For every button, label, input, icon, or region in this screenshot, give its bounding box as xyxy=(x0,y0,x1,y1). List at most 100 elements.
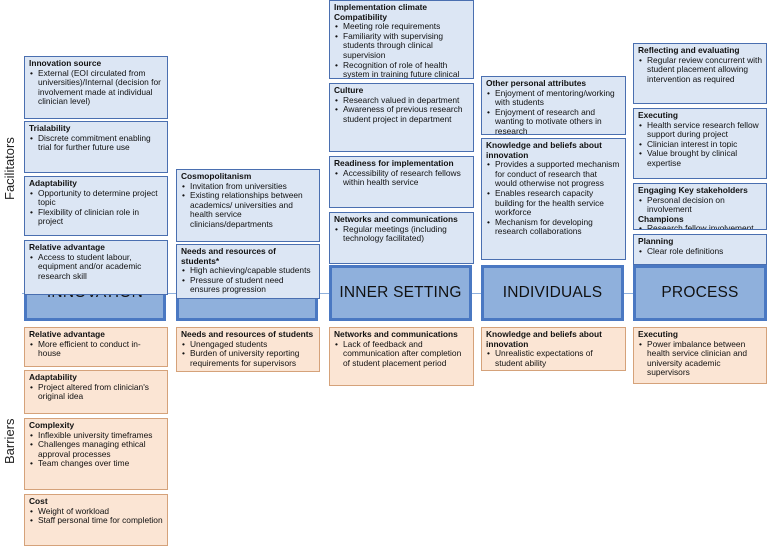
barrier-box-relative-advantage: Relative advantageMore efficient to cond… xyxy=(24,327,168,367)
barrier-box-adaptability: AdaptabilityProject altered from clinici… xyxy=(24,370,168,414)
facilitator-box-executing: ExecutingHealth service research fellow … xyxy=(633,108,767,179)
construct-item: Team changes over time xyxy=(30,459,163,469)
barrier-box-networks-and-communications: Networks and communicationsLack of feedb… xyxy=(329,327,474,386)
construct-title: Adaptability xyxy=(29,178,77,188)
domain-inner-setting: INNER SETTING xyxy=(329,265,472,321)
construct-item: Pressure of student need ensures progres… xyxy=(182,275,315,295)
construct-item: Personal decision on involvement xyxy=(639,195,762,215)
construct-item-list: Research valued in departmentAwareness o… xyxy=(334,95,469,125)
facilitator-box-cosmopolitanism: CosmopolitanismInvitation from universit… xyxy=(176,169,320,242)
construct-title: Other personal attributes xyxy=(486,78,587,88)
construct-item: Value brought by clinical expertise xyxy=(639,149,762,168)
construct-item-list: Inflexible university timeframesChalleng… xyxy=(29,430,163,469)
construct-item: Awareness of previous research student p… xyxy=(335,104,469,124)
construct-title: Innovation source xyxy=(29,58,102,68)
domain-process: PROCESS xyxy=(633,265,767,321)
facilitator-box-trialability: TrialabilityDiscrete commitment enabling… xyxy=(24,121,168,173)
construct-item: Mechanism for developing research collab… xyxy=(487,217,621,237)
construct-title: Planning xyxy=(638,236,674,246)
construct-title: Adaptability xyxy=(29,372,77,382)
construct-item-list: Weight of workloadStaff personal time fo… xyxy=(29,506,163,526)
construct-item: Project altered from clinician's origina… xyxy=(30,382,163,402)
construct-title: Knowledge and beliefs about innovation xyxy=(486,140,602,160)
construct-item: Enjoyment of mentoring/working with stud… xyxy=(487,88,621,108)
construct-item: Regular meetings (including technology f… xyxy=(335,224,469,244)
facilitator-box-needs-and-resources-of-students: Needs and resources of students*High ach… xyxy=(176,244,320,299)
facilitator-box-engaging-key-stakeholders: Engaging Key stakeholdersPersonal decisi… xyxy=(633,183,767,230)
construct-title: Champions xyxy=(638,213,684,224)
construct-item-list: More efficient to conduct in-house xyxy=(29,339,163,359)
construct-item-list: Access to student labour, equipment and/… xyxy=(29,252,163,282)
construct-item: Opportunity to determine project topic xyxy=(30,188,163,208)
construct-item-list: Health service research fellow support d… xyxy=(638,120,762,169)
construct-item-list: Regular review concurrent with student p… xyxy=(638,55,762,85)
construct-title: Complexity xyxy=(29,420,75,430)
construct-item-list: Research fellow involvement xyxy=(638,224,762,229)
construct-item: Health service research fellow support d… xyxy=(639,120,762,140)
construct-title: Implementation climate Compatibility xyxy=(334,2,428,22)
construct-item-list: Power imbalance between health service c… xyxy=(638,339,762,378)
construct-item-list: Opportunity to determine project topicFl… xyxy=(29,188,163,227)
facilitators-label: Facilitators xyxy=(2,137,17,200)
construct-item-list: Accessibility of research fellows within… xyxy=(334,168,469,188)
construct-item: More efficient to conduct in-house xyxy=(30,339,163,359)
barriers-label: Barriers xyxy=(2,418,17,464)
construct-title: Culture xyxy=(334,85,364,95)
barrier-box-executing: ExecutingPower imbalance between health … xyxy=(633,327,767,384)
construct-title: Knowledge and beliefs about innovation xyxy=(486,329,602,349)
construct-title: Relative advantage xyxy=(29,329,105,339)
construct-item: Invitation from universities xyxy=(182,181,315,192)
facilitator-box-networks-and-communications: Networks and communicationsRegular meeti… xyxy=(329,212,474,264)
barrier-box-complexity: ComplexityInflexible university timefram… xyxy=(24,418,168,490)
construct-item: Flexibility of clinician role in project xyxy=(30,207,163,227)
construct-item-list: High achieving/capable studentsPressure … xyxy=(181,266,315,295)
construct-title: Trialability xyxy=(29,123,71,133)
construct-title: Cost xyxy=(29,496,48,506)
construct-item: Weight of workload xyxy=(30,506,163,517)
construct-item: Lack of feedback and communication after… xyxy=(335,339,469,369)
construct-item: Clinician interest in topic xyxy=(639,139,762,150)
construct-item-list: Provides a supported mechanism for condu… xyxy=(486,159,621,237)
construct-item: Research valued in department xyxy=(335,95,469,106)
construct-title: Needs and resources of students* xyxy=(181,246,276,266)
facilitator-box-adaptability: AdaptabilityOpportunity to determine pro… xyxy=(24,176,168,236)
construct-item: Clear role definitions xyxy=(639,246,762,257)
construct-item-list: Lack of feedback and communication after… xyxy=(334,339,469,369)
construct-item-list: Unengaged studentsBurden of university r… xyxy=(181,339,315,369)
construct-title: Networks and communications xyxy=(334,214,458,224)
construct-item: Unengaged students xyxy=(182,339,315,350)
construct-item: Provides a supported mechanism for condu… xyxy=(487,159,621,189)
construct-title: Reflecting and evaluating xyxy=(638,45,740,55)
construct-title: Needs and resources of students xyxy=(181,329,314,339)
construct-item: Challenges managing ethical approval pro… xyxy=(30,439,163,459)
construct-item: Regular review concurrent with student p… xyxy=(639,55,762,85)
facilitator-box-implementation-climate-compatibility: Implementation climate CompatibilityMeet… xyxy=(329,0,474,79)
construct-item: Unrealistic expectations of student abil… xyxy=(487,348,621,368)
construct-item: External (EOI circulated from universiti… xyxy=(30,68,163,107)
construct-item: Research fellow involvement xyxy=(639,224,762,229)
construct-item: High achieving/capable students xyxy=(182,266,315,276)
facilitator-box-innovation-source: Innovation sourceExternal (EOI circulate… xyxy=(24,56,168,119)
construct-title: Cosmopolitanism xyxy=(181,171,252,181)
facilitator-box-relative-advantage: Relative advantageAccess to student labo… xyxy=(24,240,168,295)
construct-item: Burden of university reporting requireme… xyxy=(182,348,315,368)
construct-item: Access to student labour, equipment and/… xyxy=(30,252,163,282)
facilitator-box-reflecting-and-evaluating: Reflecting and evaluatingRegular review … xyxy=(633,43,767,104)
construct-title: Relative advantage xyxy=(29,242,105,252)
construct-item: Power imbalance between health service c… xyxy=(639,339,762,378)
construct-item-list: Regular meetings (including technology f… xyxy=(334,224,469,244)
construct-item: Recognition of role of health system in … xyxy=(335,60,469,78)
construct-item: Existing relationships between academics… xyxy=(182,190,315,229)
construct-item: Discrete commitment enabling trial for f… xyxy=(30,133,163,153)
construct-item-list: Meeting role requirementsFamiliarity wit… xyxy=(334,22,469,78)
construct-item-list: Discrete commitment enabling trial for f… xyxy=(29,133,163,153)
construct-title: Readiness for implementation xyxy=(334,158,454,168)
construct-item: Enables research capacity building for t… xyxy=(487,188,621,218)
construct-item-list: External (EOI circulated from universiti… xyxy=(29,68,163,107)
construct-title: Networks and communications xyxy=(334,329,458,339)
construct-item-list: Enjoyment of mentoring/working with stud… xyxy=(486,88,621,134)
construct-item-list: Project altered from clinician's origina… xyxy=(29,382,163,402)
facilitator-box-other-personal-attributes: Other personal attributesEnjoyment of me… xyxy=(481,76,626,135)
facilitator-box-readiness-for-implementation: Readiness for implementationAccessibilit… xyxy=(329,156,474,208)
construct-item-list: Clear role definitions xyxy=(638,246,762,257)
